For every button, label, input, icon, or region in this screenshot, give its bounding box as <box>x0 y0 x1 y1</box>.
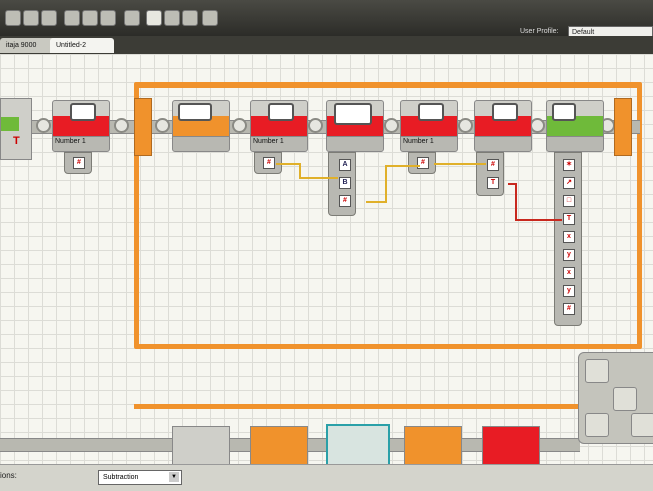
suitcase-icon <box>70 103 96 121</box>
lower-loop-frame <box>134 404 586 409</box>
text-plug: T <box>13 135 20 147</box>
data-wires <box>276 163 562 221</box>
operation-value: Subtraction <box>103 474 139 481</box>
chevron-down-icon[interactable]: ▼ <box>169 472 179 482</box>
math-data-hub[interactable]: A B # <box>328 152 356 216</box>
pad-run-icon[interactable] <box>613 387 637 411</box>
copy-icon[interactable] <box>82 10 98 26</box>
loop-start[interactable] <box>134 98 152 156</box>
lower-block[interactable] <box>404 426 462 466</box>
variable-label: Number 1 <box>55 138 86 145</box>
pointer-icon[interactable] <box>146 10 162 26</box>
number-to-text-block[interactable] <box>474 100 532 152</box>
beam-connector <box>155 118 170 133</box>
config-panel: ions: Subtraction ▼ <box>0 464 653 491</box>
convert-icon <box>178 103 212 121</box>
undo-icon[interactable] <box>124 10 140 26</box>
number-to-text-block[interactable] <box>172 100 230 152</box>
variable-label: Number 1 <box>403 138 434 145</box>
navigation-pad[interactable] <box>578 352 653 444</box>
wire-number <box>276 163 338 179</box>
display-data-hub[interactable]: ✶ ↗ □ T x y x y # <box>554 152 582 326</box>
math-input-b[interactable]: B <box>339 177 351 189</box>
paste-icon[interactable] <box>100 10 116 26</box>
user-profile-label: User Profile: <box>520 28 559 35</box>
suitcase-icon <box>268 103 294 121</box>
beam-connector <box>36 118 51 133</box>
display-icon <box>552 103 576 121</box>
open-icon[interactable] <box>23 10 39 26</box>
main-toolbar: User Profile: Default <box>0 0 653 40</box>
new-icon[interactable] <box>5 10 21 26</box>
math-icon <box>334 103 372 125</box>
display-text-plug[interactable]: T <box>563 213 575 225</box>
tab-untitled-2[interactable]: Untitled-2 <box>50 38 114 53</box>
beam-connector <box>232 118 247 133</box>
data-hub[interactable]: # <box>408 152 436 174</box>
display-block[interactable] <box>546 100 604 152</box>
beam-connector <box>458 118 473 133</box>
data-hub[interactable]: # <box>64 152 92 174</box>
convert-icon <box>492 103 518 121</box>
pad-upload-icon[interactable] <box>585 359 609 383</box>
display-y-plug[interactable]: y <box>563 249 575 261</box>
number-plug[interactable]: # <box>73 157 85 169</box>
number-plug[interactable]: # <box>487 159 499 171</box>
display-x-plug[interactable]: x <box>563 231 575 243</box>
wire-number <box>366 165 420 203</box>
display-end-y-plug[interactable]: y <box>563 285 575 297</box>
data-hub[interactable]: # T <box>476 152 504 196</box>
pad-stop-icon[interactable] <box>631 413 653 437</box>
operation-select[interactable]: Subtraction ▼ <box>98 470 182 485</box>
variable-block[interactable]: Number 1 <box>250 100 308 152</box>
program-canvas[interactable]: T Number 1 # Number 1 # A B # Number 1 <box>0 54 653 468</box>
display-block-partial[interactable]: T <box>0 98 32 160</box>
lower-block[interactable] <box>250 426 308 466</box>
lower-block-selected[interactable] <box>326 424 390 468</box>
display-end-x-plug[interactable]: x <box>563 267 575 279</box>
save-icon[interactable] <box>41 10 57 26</box>
math-output[interactable]: # <box>339 195 351 207</box>
data-hub[interactable]: # <box>254 152 282 174</box>
display-radius-plug[interactable]: # <box>563 303 575 315</box>
text-plug[interactable]: T <box>487 177 499 189</box>
math-block[interactable] <box>326 100 384 152</box>
beam-connector <box>114 118 129 133</box>
lower-block[interactable] <box>172 426 230 466</box>
variable-label: Number 1 <box>253 138 284 145</box>
beam-connector <box>308 118 323 133</box>
lower-block[interactable] <box>482 426 540 466</box>
operation-label: ions: <box>0 471 17 480</box>
tab-program-1[interactable]: itaja 9000 <box>0 38 56 53</box>
tab-bar: itaja 9000 Untitled-2 <box>0 36 653 54</box>
display-clear-plug[interactable]: ↗ <box>563 177 575 189</box>
config-icon[interactable] <box>202 10 218 26</box>
pan-icon[interactable] <box>164 10 180 26</box>
loop-end[interactable] <box>614 98 632 156</box>
cut-icon[interactable] <box>64 10 80 26</box>
pad-download-icon[interactable] <box>585 413 609 437</box>
display-file-plug[interactable]: □ <box>563 195 575 207</box>
loop-frame[interactable] <box>134 82 642 349</box>
comment-icon[interactable] <box>182 10 198 26</box>
display-action-plug[interactable]: ✶ <box>563 159 575 171</box>
suitcase-icon <box>418 103 444 121</box>
beam-connector <box>384 118 399 133</box>
variable-block[interactable]: Number 1 <box>400 100 458 152</box>
variable-block[interactable]: Number 1 <box>52 100 110 152</box>
wire-text <box>508 183 562 221</box>
math-input-a[interactable]: A <box>339 159 351 171</box>
number-plug[interactable]: # <box>263 157 275 169</box>
